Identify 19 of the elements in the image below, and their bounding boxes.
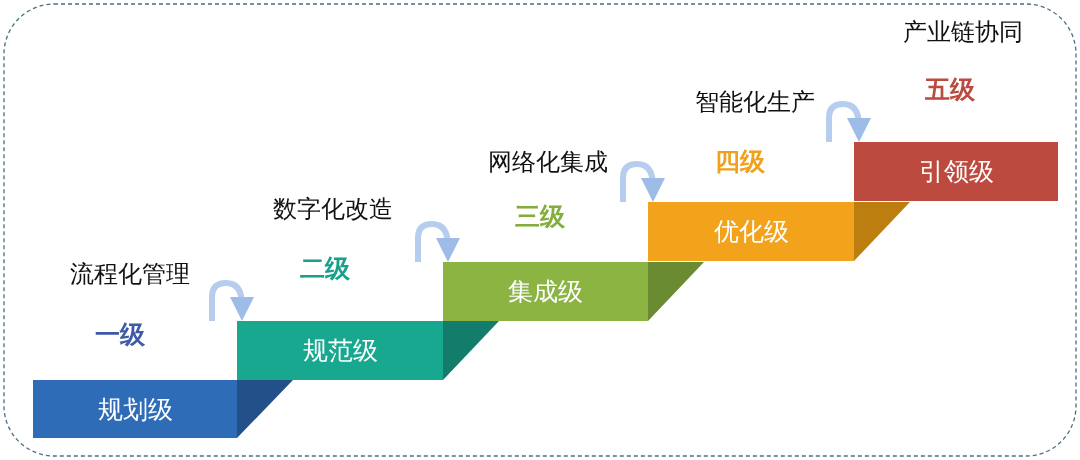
stage-description: 网络化集成: [488, 147, 608, 178]
curved-arrow: [209, 280, 254, 321]
stage-description: 产业链协同: [903, 17, 1023, 48]
step-box: 引领级: [854, 142, 1058, 201]
step-box: 规划级: [33, 380, 237, 438]
curved-arrow: [826, 101, 871, 142]
level-label: 二级: [300, 253, 350, 285]
step-box: 优化级: [648, 202, 854, 261]
level-label: 五级: [925, 74, 975, 106]
stage-description: 数字化改造: [273, 194, 393, 225]
curved-arrow: [620, 161, 665, 202]
step-box: 规范级: [237, 321, 443, 380]
level-label: 四级: [715, 146, 765, 178]
level-label: 一级: [95, 319, 145, 351]
level-label: 三级: [515, 201, 565, 233]
curved-arrow: [415, 221, 460, 262]
step-box: 集成级: [443, 262, 648, 321]
stage-description: 流程化管理: [70, 259, 190, 290]
stage-description: 智能化生产: [695, 87, 815, 118]
